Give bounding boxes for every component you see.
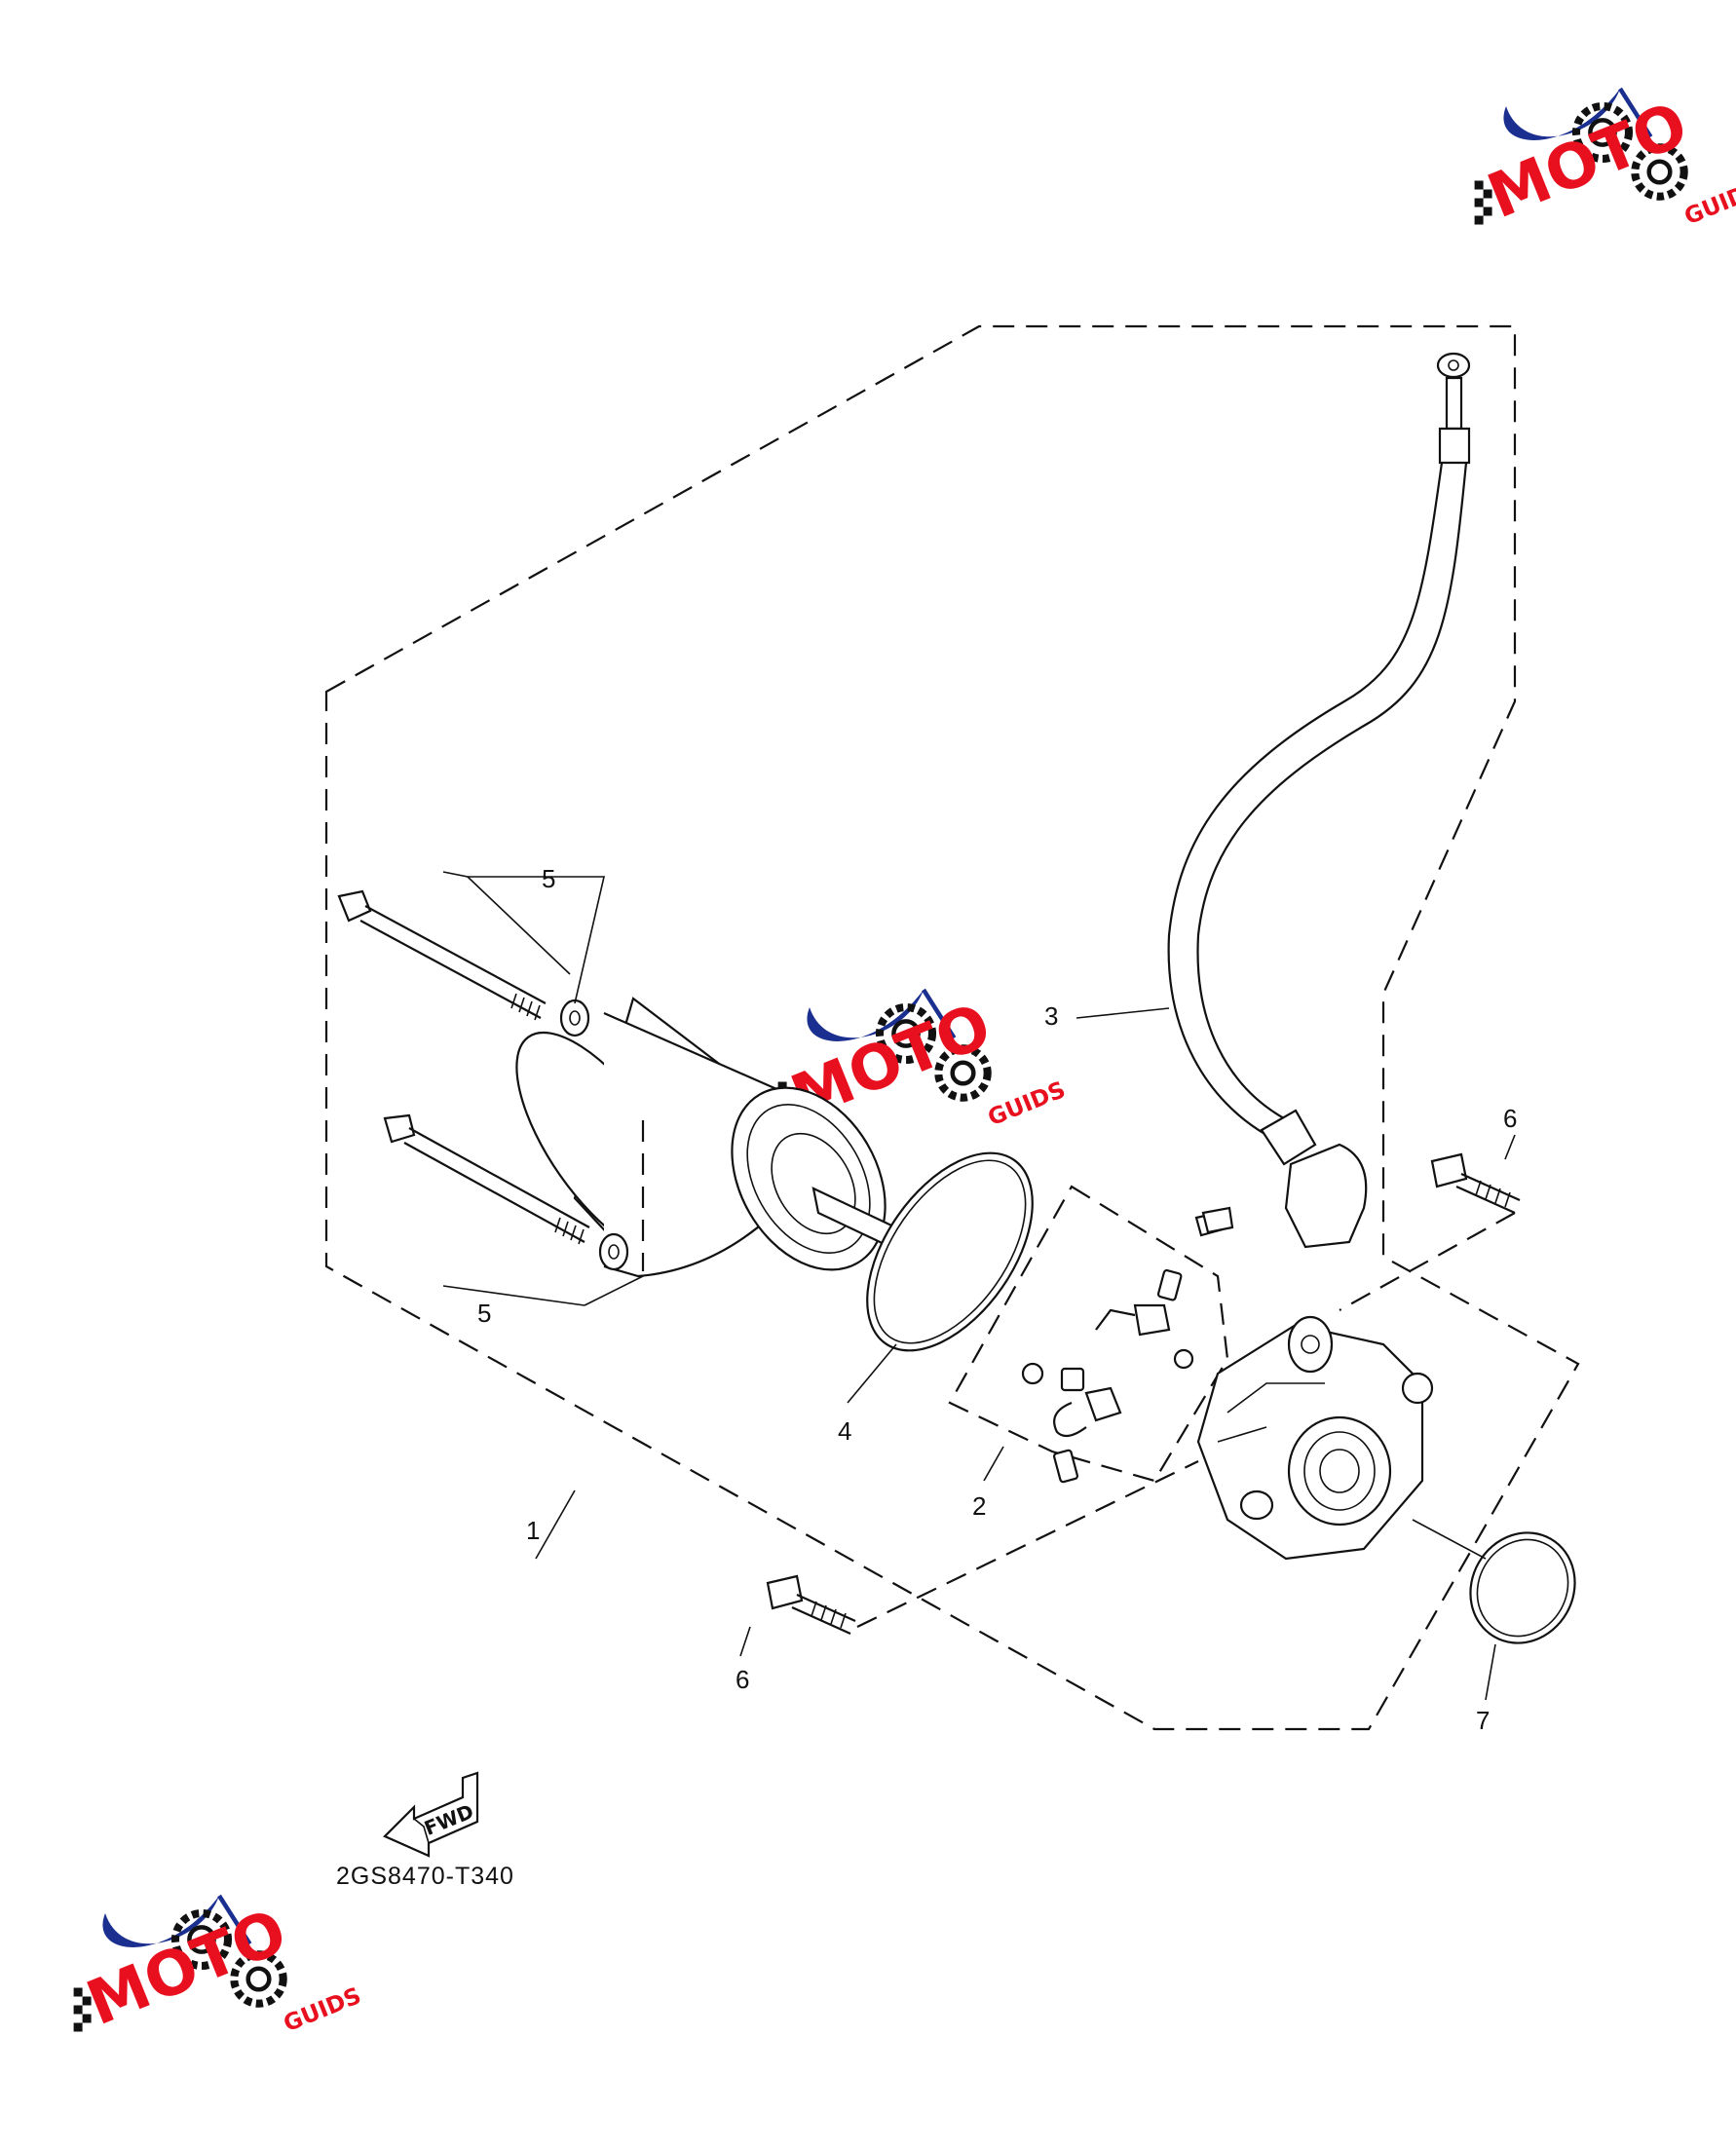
forward-direction-arrow: FWD [383, 1771, 479, 1858]
callout-1: 1 [526, 1516, 540, 1545]
callout-5-upper: 5 [542, 864, 555, 893]
screw-upper-right [1430, 1152, 1521, 1215]
screw-small-top [1201, 1206, 1234, 1234]
guide-screw-upper [1339, 1212, 1516, 1311]
brush-set-outline [948, 1185, 1229, 1483]
callout-6-lower: 6 [736, 1665, 749, 1694]
through-bolt-lower [383, 1113, 629, 1271]
through-bolt-upper [337, 889, 590, 1037]
brush-set-parts [1021, 1211, 1225, 1484]
starter-cover [1196, 1315, 1434, 1561]
watermark-logo-top-right: MOTO GUIDS [1475, 89, 1736, 232]
callout-2: 2 [972, 1491, 986, 1521]
screw-lower-left [766, 1574, 856, 1636]
watermark-text-sub: GUIDS [984, 1075, 1070, 1131]
assembly-outline-starter-motor [324, 324, 1580, 1731]
watermark-text-sub: GUIDS [280, 1981, 365, 2037]
starter-lead-cable [1167, 352, 1471, 1249]
callout-7: 7 [1476, 1706, 1490, 1735]
callout-6-upper: 6 [1503, 1104, 1517, 1133]
callout-3: 3 [1044, 1001, 1058, 1031]
o-ring-small [1469, 1531, 1576, 1644]
watermark-text-sub: GUIDS [1680, 174, 1736, 230]
starter-motor-body [515, 997, 976, 1278]
callout-4: 4 [838, 1416, 851, 1446]
leader-lines [442, 871, 1516, 1701]
diagram-code: 2GS8470-T340 [336, 1863, 514, 1890]
o-ring-large [866, 1151, 1034, 1352]
watermark-logo-bottom-left: MOTO GUIDS [74, 1896, 365, 2039]
callout-5-lower: 5 [477, 1299, 491, 1328]
guide-screw-lower [856, 1460, 1199, 1628]
